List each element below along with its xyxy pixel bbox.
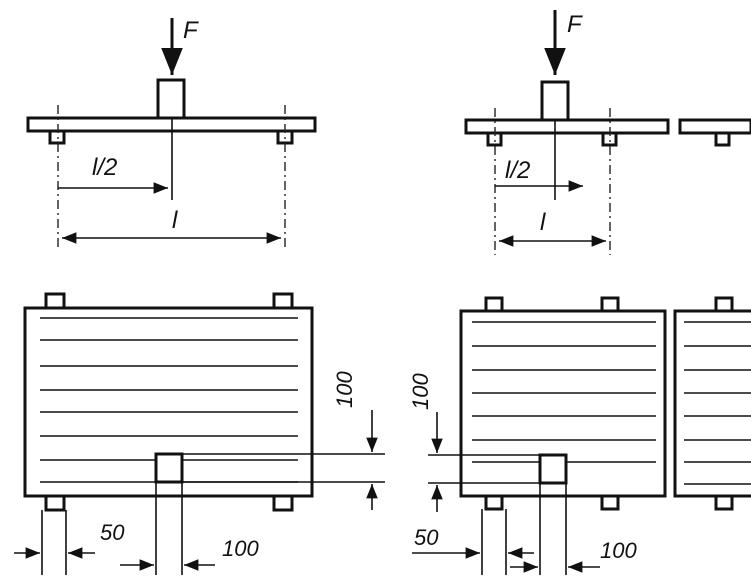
dim-50-label-left: 50 <box>100 520 125 545</box>
span-label-right: l <box>540 209 546 236</box>
force-label-left: F <box>183 17 199 44</box>
dim-50-label-right: 50 <box>414 525 439 550</box>
beam-right-b <box>678 118 751 135</box>
side-view-left: F l/2 l <box>26 17 317 250</box>
load-square-right <box>538 453 568 485</box>
load-block-left <box>156 78 186 120</box>
span-label-left: l <box>172 207 178 234</box>
side-view-right: F l/2 l <box>464 10 751 255</box>
dim-100-horizontal-label-right: 100 <box>600 538 637 563</box>
support-right-c <box>714 131 731 147</box>
dim-100-horizontal-label-left: 100 <box>222 536 259 561</box>
force-label-right: F <box>567 11 583 38</box>
plan-view-right: 100 50 100 <box>408 296 751 575</box>
support-left-a <box>48 129 66 145</box>
dim-100-vertical-label-right: 100 <box>408 373 433 410</box>
dim-100-vertical-label-left: 100 <box>332 371 357 408</box>
load-block-right <box>540 80 570 122</box>
beam-right-a <box>464 118 670 135</box>
half-span-label-left: l/2 <box>92 154 117 181</box>
plate-right-b <box>673 309 751 498</box>
load-square-left <box>154 452 184 484</box>
plan-view-left: 100 50 100 <box>14 292 385 575</box>
half-span-label-right: l/2 <box>505 157 530 184</box>
